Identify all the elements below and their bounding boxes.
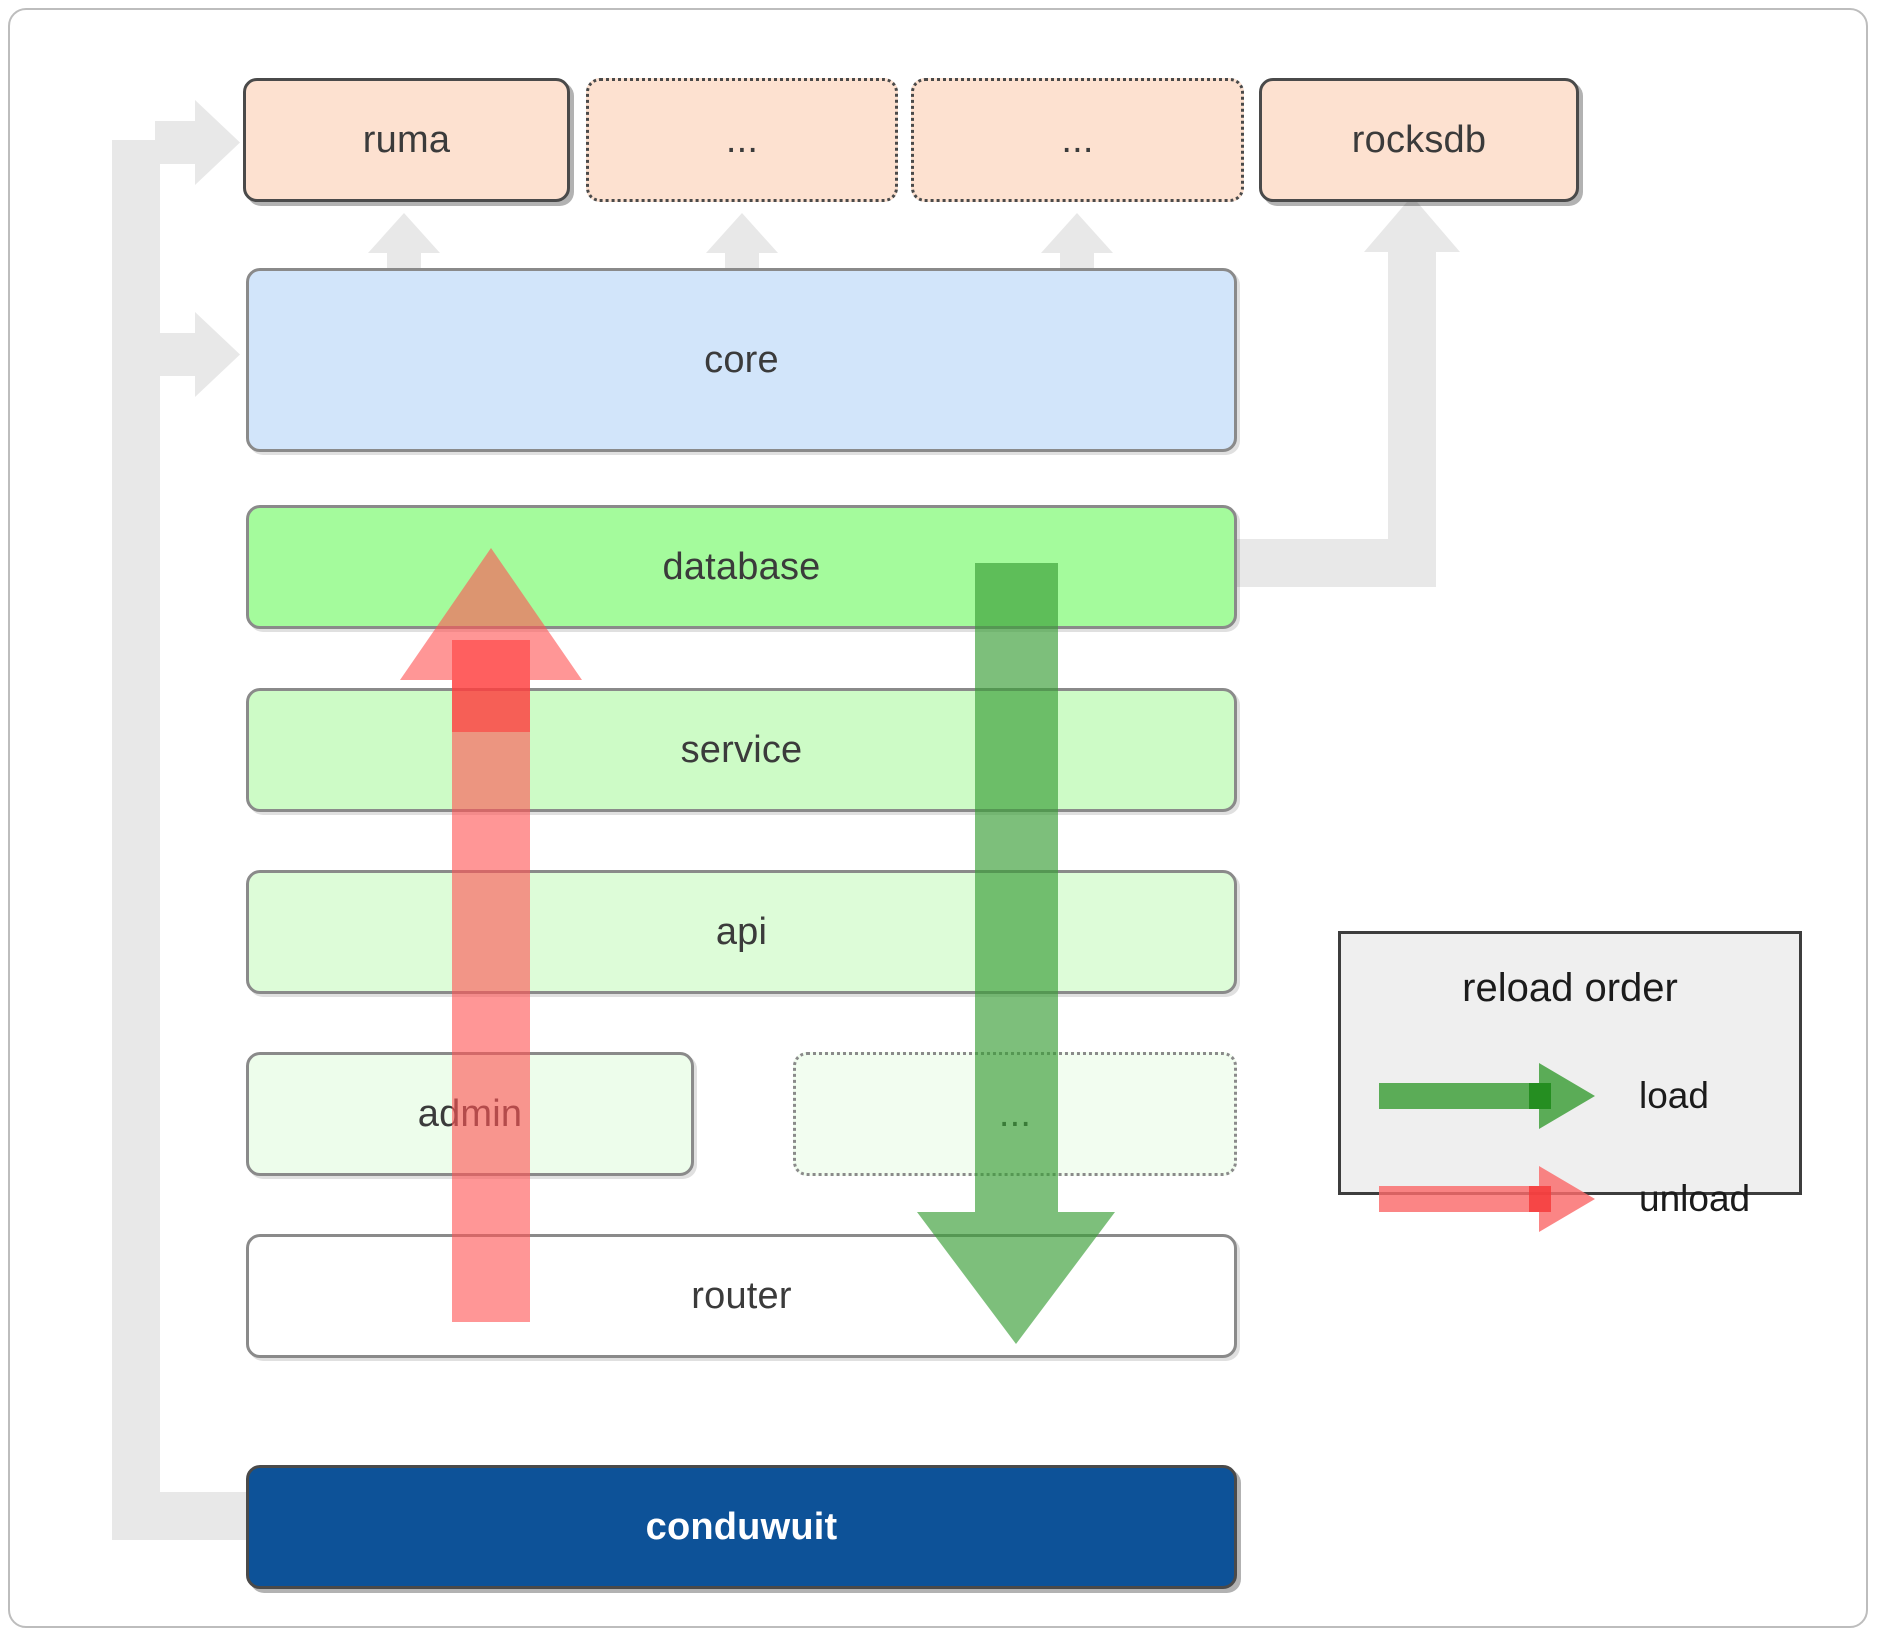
node-api[interactable]: api (246, 870, 1237, 994)
legend-unload-label: unload (1639, 1178, 1751, 1219)
diagram-outer-frame (8, 8, 1868, 1628)
legend-item-unload: unload (1341, 1164, 1805, 1234)
node-core-label: core (704, 338, 779, 381)
node-database[interactable]: database (246, 505, 1237, 629)
node-admin[interactable]: admin (246, 1052, 694, 1176)
legend-title: reload order (1462, 966, 1678, 1010)
node-ellipsis-2[interactable]: ... (911, 78, 1244, 202)
legend-reload-order: reload order load unload (1338, 931, 1805, 1232)
node-service[interactable]: service (246, 688, 1237, 812)
node-service-label: service (680, 728, 803, 771)
node-conduwuit-label: conduwuit (645, 1505, 838, 1548)
node-ellipsis-3-label: ... (998, 1092, 1032, 1135)
node-ellipsis-2-label: ... (1061, 118, 1094, 161)
node-database-label: database (662, 545, 821, 588)
node-rocksdb-label: rocksdb (1351, 118, 1487, 161)
node-ellipsis-3[interactable]: ... (793, 1052, 1237, 1176)
legend-unload-arrow-icon (1379, 1166, 1595, 1232)
node-router[interactable]: router (246, 1234, 1237, 1358)
node-rocksdb[interactable]: rocksdb (1259, 78, 1579, 202)
node-api-label: api (715, 910, 768, 953)
legend-load-arrow-icon (1379, 1063, 1595, 1129)
node-ellipsis-1-label: ... (725, 118, 759, 161)
node-admin-label: admin (417, 1092, 523, 1135)
node-ruma-label: ruma (362, 118, 451, 161)
node-conduwuit[interactable]: conduwuit (246, 1465, 1237, 1589)
node-ruma[interactable]: ruma (243, 78, 570, 202)
node-core[interactable]: core (246, 268, 1237, 452)
node-ellipsis-1[interactable]: ... (586, 78, 898, 202)
node-router-label: router (691, 1274, 792, 1317)
legend-item-load: load (1341, 1061, 1805, 1131)
legend-load-label: load (1639, 1075, 1709, 1116)
